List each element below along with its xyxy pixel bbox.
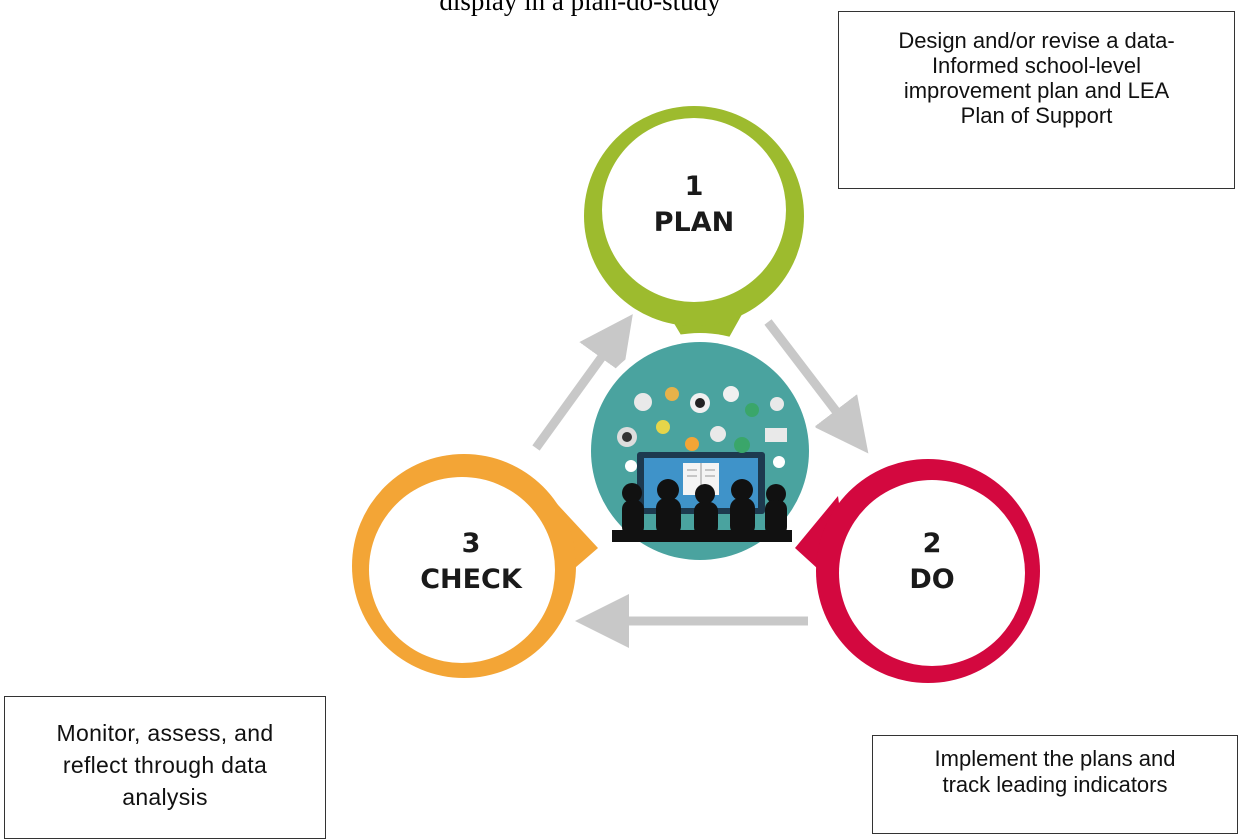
check-description-box: Monitor, assess, and reflect through dat… [4, 696, 326, 839]
plan-number: 1 [684, 171, 704, 202]
top-caption: display in a plan-do-study [439, 0, 721, 16]
do-description-box: Implement the plans and track leading in… [872, 735, 1238, 834]
check-number: 3 [461, 528, 481, 559]
plan-stage-label: 1 PLAN [604, 169, 784, 241]
do-description-line-2: track leading indicators [942, 772, 1168, 797]
plan-description-line-1: Design and/or revise a data- [898, 28, 1175, 53]
do-number: 2 [922, 528, 942, 559]
plan-description-line-4: Plan of Support [960, 103, 1113, 128]
arrow-check-to-plan [532, 314, 633, 451]
plan-description-line-3: improvement plan and LEA [903, 78, 1170, 103]
arrow-plan-to-do [764, 319, 869, 454]
do-description-line-1: Implement the plans and [934, 746, 1176, 771]
check-description-line-1: Monitor, assess, and [56, 720, 274, 746]
check-ring [352, 454, 598, 678]
check-label: CHECK [420, 564, 522, 595]
check-description-line-2: reflect through data [62, 752, 268, 778]
plan-label: PLAN [653, 207, 735, 238]
plan-ring [584, 106, 804, 350]
check-stage-label: 3 CHECK [381, 526, 561, 598]
check-description-line-3: analysis [122, 784, 208, 810]
do-label: DO [909, 564, 955, 595]
center-illustration [582, 333, 818, 569]
do-ring [795, 459, 1040, 683]
plan-description-box: Design and/or revise a data- Informed sc… [838, 11, 1235, 189]
plan-description-line-2: Informed school-level [931, 53, 1142, 78]
do-stage-label: 2 DO [842, 526, 1022, 598]
